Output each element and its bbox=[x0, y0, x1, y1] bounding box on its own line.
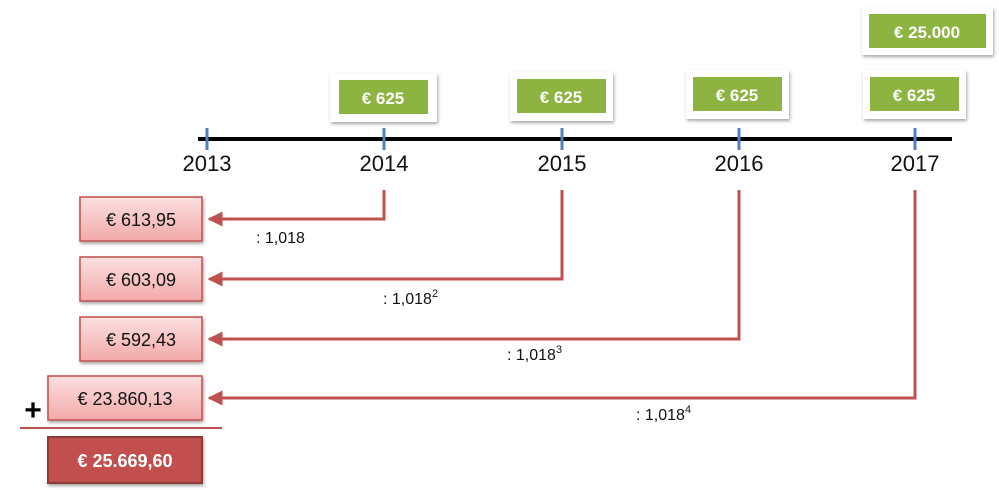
total-box bbox=[47, 436, 203, 484]
present-value-box bbox=[79, 196, 203, 242]
plus-sign: + bbox=[24, 394, 42, 427]
payment-box bbox=[863, 70, 966, 119]
divisor-label: : 1,0184 bbox=[636, 404, 691, 424]
payment-label: € 625 bbox=[362, 89, 405, 108]
present-value-label: € 23.860,13 bbox=[77, 389, 172, 409]
discount-arrow bbox=[207, 190, 741, 347]
discount-arrows bbox=[207, 190, 917, 406]
year-label: 2014 bbox=[360, 151, 409, 176]
present-value-box bbox=[79, 316, 203, 362]
divisor-label: : 1,0182 bbox=[383, 288, 438, 308]
present-value-box bbox=[47, 375, 203, 421]
discount-arrow bbox=[207, 190, 386, 227]
present-value-box bbox=[79, 256, 203, 302]
year-labels: 2013 2014 2015 2016 2017 bbox=[183, 151, 940, 176]
present-value-label: € 603,09 bbox=[106, 270, 176, 290]
present-value-boxes: € 613,95 € 603,09 € 592,43 € 23.860,13 bbox=[47, 196, 203, 421]
payment-box bbox=[862, 7, 993, 55]
year-label: 2013 bbox=[183, 151, 232, 176]
present-value-label: € 592,43 bbox=[106, 330, 176, 350]
year-label: 2016 bbox=[715, 151, 764, 176]
payment-box bbox=[686, 70, 789, 119]
payment-box bbox=[510, 72, 613, 121]
payment-box bbox=[330, 73, 437, 122]
payment-boxes: € 625 € 625 € 625 € 625 € 25.000 bbox=[330, 7, 993, 122]
payment-label: € 25.000 bbox=[894, 23, 960, 42]
divisor-label: : 1,0183 bbox=[507, 344, 562, 364]
present-value-label: € 613,95 bbox=[106, 210, 176, 230]
timeline-ticks bbox=[205, 128, 917, 150]
divisor-labels: : 1,018 : 1,0182 : 1,0183 : 1,0184 bbox=[256, 230, 691, 424]
payment-label: € 625 bbox=[893, 86, 936, 105]
payment-label: € 625 bbox=[716, 86, 759, 105]
discount-arrow bbox=[207, 190, 917, 406]
payment-label: € 625 bbox=[540, 88, 583, 107]
total-value: € 25.669,60 bbox=[77, 451, 172, 471]
discount-arrow bbox=[207, 190, 564, 287]
year-label: 2015 bbox=[538, 151, 587, 176]
year-label: 2017 bbox=[891, 151, 940, 176]
divisor-label: : 1,018 bbox=[256, 230, 305, 247]
